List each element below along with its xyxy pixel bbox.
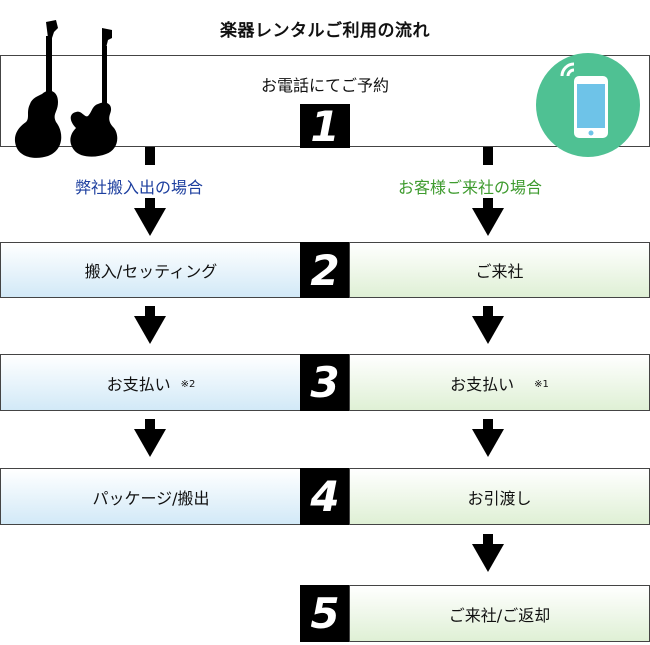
right-step-3-note: ※1 xyxy=(534,379,549,390)
arrow-down-icon xyxy=(134,306,166,344)
right-step-2-label: ご来社 xyxy=(475,262,524,281)
left-step-4-label: パッケージ/搬出 xyxy=(92,488,210,508)
branch-label-left: 弊社搬入出の場合 xyxy=(75,178,204,197)
arrow-down-icon xyxy=(134,198,166,236)
left-connector xyxy=(145,147,155,165)
smartphone-icon xyxy=(560,62,608,138)
arrow-down-icon xyxy=(472,419,504,457)
right-step-2-box: ご来社 xyxy=(349,242,650,298)
right-connector xyxy=(483,147,493,165)
right-step-4-label: お引渡し xyxy=(467,488,532,508)
page-title: 楽器レンタルご利用の流れ xyxy=(220,21,430,41)
step-1-label: お電話にてご予約 xyxy=(260,76,389,95)
left-step-2-label: 搬入/セッティング xyxy=(84,262,218,281)
right-step-3-box: お支払い ※1 xyxy=(349,354,650,411)
step-number-4: 4 xyxy=(300,468,350,525)
left-step-4-box: パッケージ/搬出 xyxy=(0,468,302,525)
left-step-3-note: ※2 xyxy=(180,379,196,390)
right-step-4-box: お引渡し xyxy=(349,468,650,525)
step-number-1: 1 xyxy=(300,102,350,151)
arrow-down-icon xyxy=(472,306,504,344)
arrow-down-icon xyxy=(472,198,504,236)
right-step-5-label: ご来社/ご返却 xyxy=(448,605,551,625)
left-step-3-box: お支払い ※2 xyxy=(0,354,302,411)
left-step-3-label: お支払い xyxy=(106,374,171,394)
step-number-3: 3 xyxy=(300,354,350,411)
step-number-2: 2 xyxy=(300,242,350,298)
step-number-5: 5 xyxy=(300,585,350,642)
arrow-down-icon xyxy=(472,534,504,572)
electric-guitar-icon xyxy=(14,20,62,158)
arrow-down-icon xyxy=(134,419,166,457)
right-step-3-label: お支払い xyxy=(450,374,515,394)
right-step-5-box: ご来社/ご返却 xyxy=(349,585,650,642)
left-step-2-box: 搬入/セッティング xyxy=(0,242,302,298)
bass-guitar-icon xyxy=(70,28,118,157)
branch-label-right: お客様ご来社の場合 xyxy=(398,178,543,197)
